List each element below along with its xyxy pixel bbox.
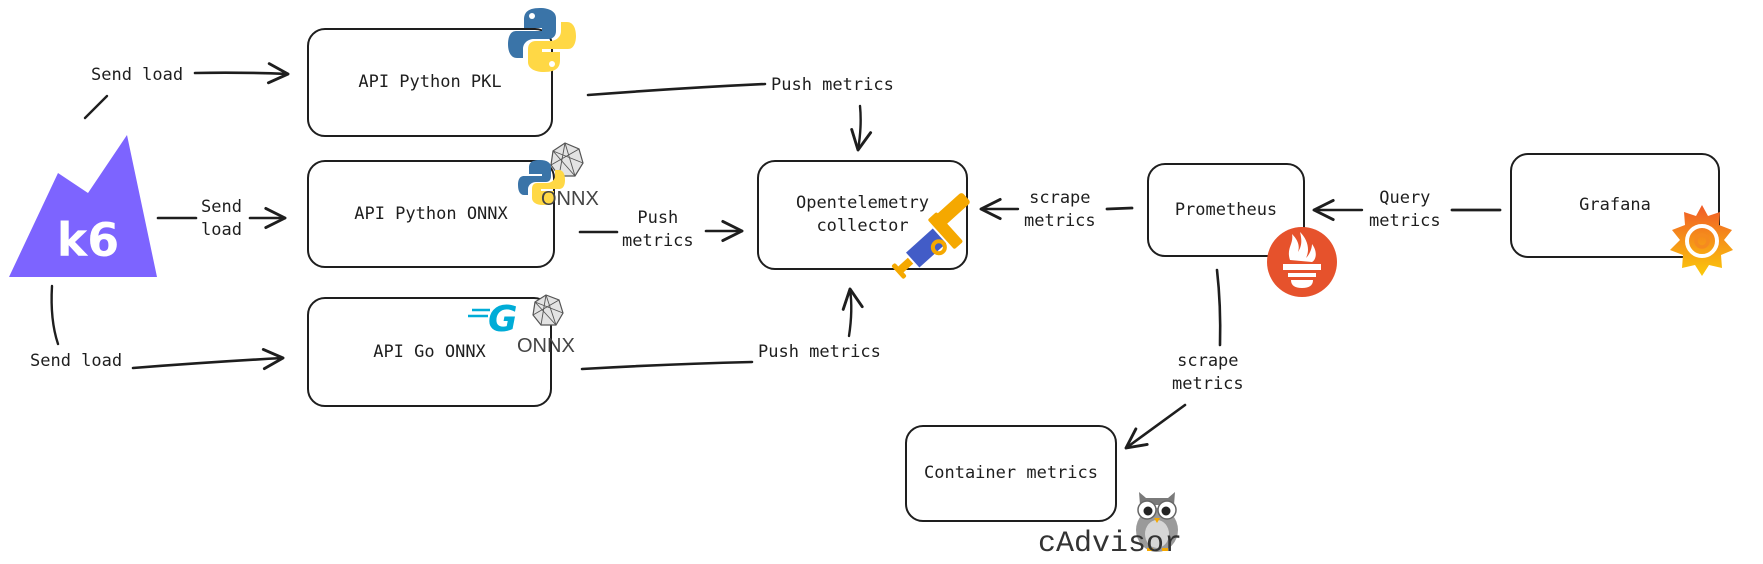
- node-api-python-onnx[interactable]: API Python ONNX: [307, 160, 555, 268]
- edge-label-scrape-metrics-otel: scrape metrics: [1024, 187, 1096, 233]
- edge-python-onnx-to-otel: [578, 219, 744, 243]
- go-logo-icon: G: [468, 299, 518, 340]
- onnx-logo-text: ONNX: [541, 188, 599, 210]
- edge-label-send-load-pkl: Send load: [91, 64, 184, 87]
- onnx-logo-text-go: ONNX: [517, 335, 575, 357]
- edge-label-send-load-python-onnx: Send load: [201, 196, 242, 242]
- node-container-metrics[interactable]: Container metrics: [905, 425, 1117, 522]
- node-label: Container metrics: [924, 463, 1098, 483]
- opentelemetry-logo-icon: [891, 193, 970, 279]
- node-label: API Go ONNX: [373, 341, 486, 362]
- node-label: Prometheus: [1174, 199, 1278, 220]
- edge-k6-to-go-onnx: [50, 284, 285, 371]
- edge-pkl-to-otel: [586, 82, 873, 152]
- prometheus-logo-icon: [1267, 227, 1337, 297]
- edge-prometheus-to-otel: [979, 197, 1134, 221]
- edge-prometheus-to-container: [1124, 268, 1222, 450]
- node-prometheus[interactable]: Prometheus: [1147, 163, 1305, 257]
- edge-label-send-load-go: Send load: [30, 350, 123, 373]
- go-logo-text: G: [488, 299, 518, 340]
- grafana-logo-icon: [1670, 205, 1733, 276]
- edge-label-query-metrics: Query metrics: [1369, 187, 1441, 233]
- edge-label-push-metrics-pkl: Push metrics: [771, 74, 894, 97]
- edge-k6-to-pkl: [83, 62, 290, 120]
- edge-go-onnx-to-otel: [580, 287, 864, 371]
- node-label: Opentelemetry collector: [795, 193, 930, 236]
- python-logo-icon: [508, 8, 576, 72]
- cadvisor-logo-text: cAdvisor: [1038, 527, 1183, 561]
- onnx-logo-icon: [550, 142, 584, 177]
- k6-logo-icon: k6: [9, 135, 157, 277]
- node-label: API Python PKL: [358, 72, 502, 92]
- onnx-logo-go-icon: [532, 294, 564, 326]
- edge-label-push-metrics-go: Push metrics: [758, 341, 881, 364]
- python-logo-small-icon: [518, 160, 565, 205]
- node-label: Grafana: [1579, 195, 1651, 215]
- k6-logo-text: k6: [57, 213, 120, 267]
- edge-label-scrape-metrics-container: scrape metrics: [1172, 350, 1244, 396]
- node-api-go-onnx[interactable]: API Go ONNX: [307, 297, 552, 407]
- cadvisor-owl-icon: [1136, 492, 1178, 552]
- node-label: API Python ONNX: [354, 203, 508, 224]
- edge-label-push-metrics-python-onnx: Push metrics: [622, 207, 694, 253]
